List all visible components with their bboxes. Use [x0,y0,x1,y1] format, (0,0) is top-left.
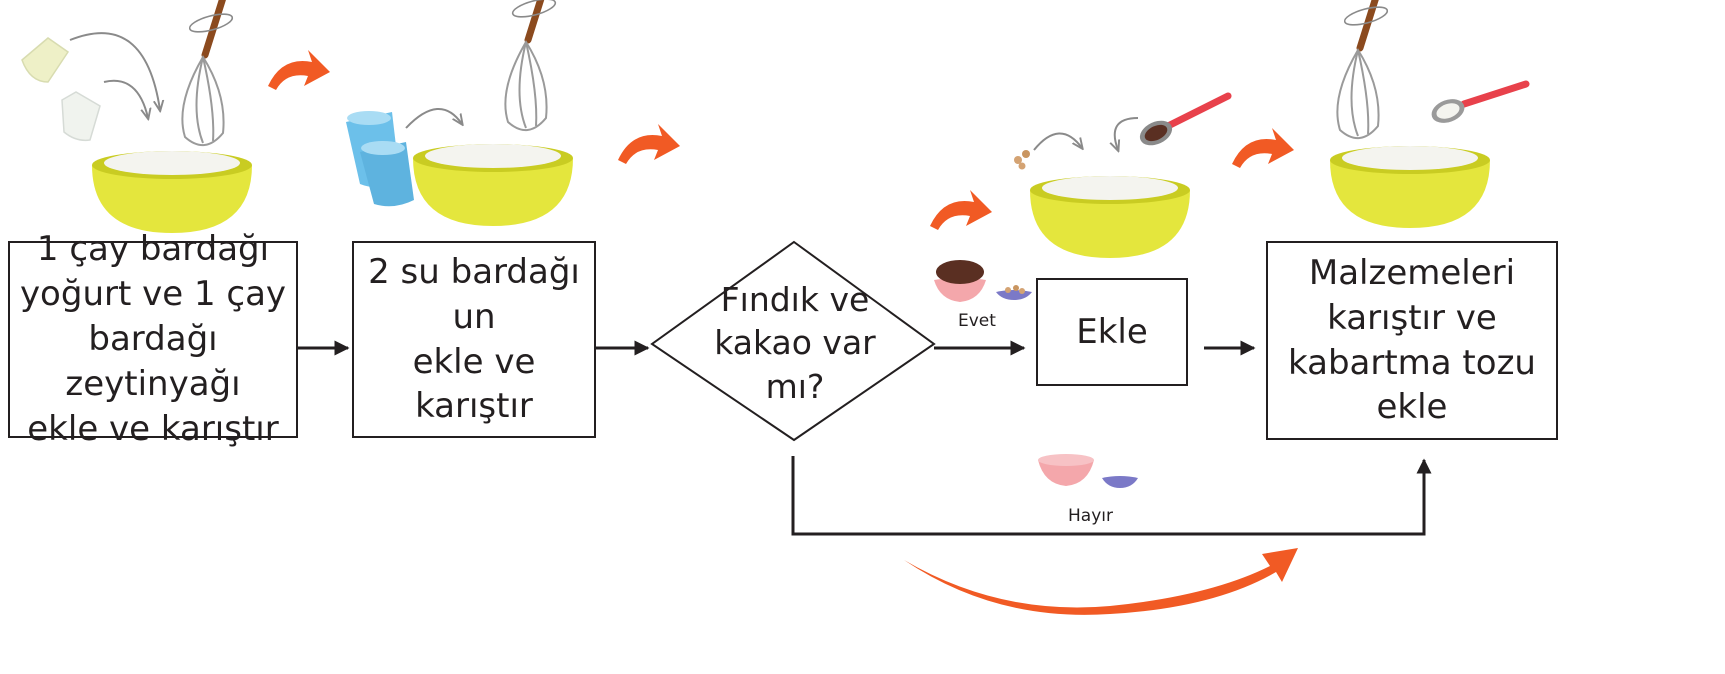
skip-arrow-icon [904,548,1298,615]
cocoa-spoon-icon [1139,92,1232,146]
step-box-add: Ekle [1036,278,1188,386]
decision-diamond [650,240,936,442]
mixing-bowl-icon [92,151,252,233]
next-step-arrow-icon [930,190,992,230]
step-text: 2 su bardağı un ekle ve karıştır [368,251,580,427]
oil-glass-icon [61,91,101,142]
pour-arrow-icon [405,107,462,129]
branch-label-no: Hayır [1068,506,1113,526]
next-step-arrow-icon [1232,128,1294,168]
connector-arrow-no [791,456,1432,536]
step-text: Malzemeleri karıştır ve kabartma tozu ek… [1288,252,1536,428]
next-step-arrow-icon [618,124,680,164]
illustration-nuts-cocoa [930,92,1232,258]
whisk-icon [505,0,557,130]
pour-arrow-icon [69,32,160,110]
illustration-yogurt-oil [21,0,252,233]
pour-arrow-icon [1033,132,1082,150]
mixing-bowl-icon [1030,176,1190,258]
illustration-baking-powder [1330,0,1530,228]
cocoa-hazelnut-bowls-icon [934,260,1032,302]
yogurt-glass-icon [21,37,70,83]
whisk-icon [1337,0,1389,138]
next-step-arrow-icon [268,50,330,90]
pour-arrow-icon [103,79,148,118]
decision-text: Fındık ve kakao var mı? [714,279,876,406]
baking-powder-spoon-icon [1431,80,1530,123]
mixing-bowl-icon [1330,146,1490,228]
illustration-flour [346,0,573,226]
empty-bowls-icon [1038,454,1138,488]
whisk-icon [182,0,234,145]
pour-arrow-icon [1115,117,1139,150]
step-box-flour: 2 su bardağı un ekle ve karıştır [352,241,596,438]
hazelnuts-icon [1014,150,1030,170]
step-box-yogurt-oil: 1 çay bardağı yoğurt ve 1 çay bardağı ze… [8,229,298,449]
step-text: 1 çay bardağı yoğurt ve 1 çay bardağı ze… [19,229,287,449]
step-text: Ekle [1076,311,1148,352]
branch-label-yes: Evet [958,311,996,331]
step-box-final: Malzemeleri karıştır ve kabartma tozu ek… [1266,241,1558,440]
mixing-bowl-icon [413,144,573,226]
flour-cups-icon [346,111,414,207]
